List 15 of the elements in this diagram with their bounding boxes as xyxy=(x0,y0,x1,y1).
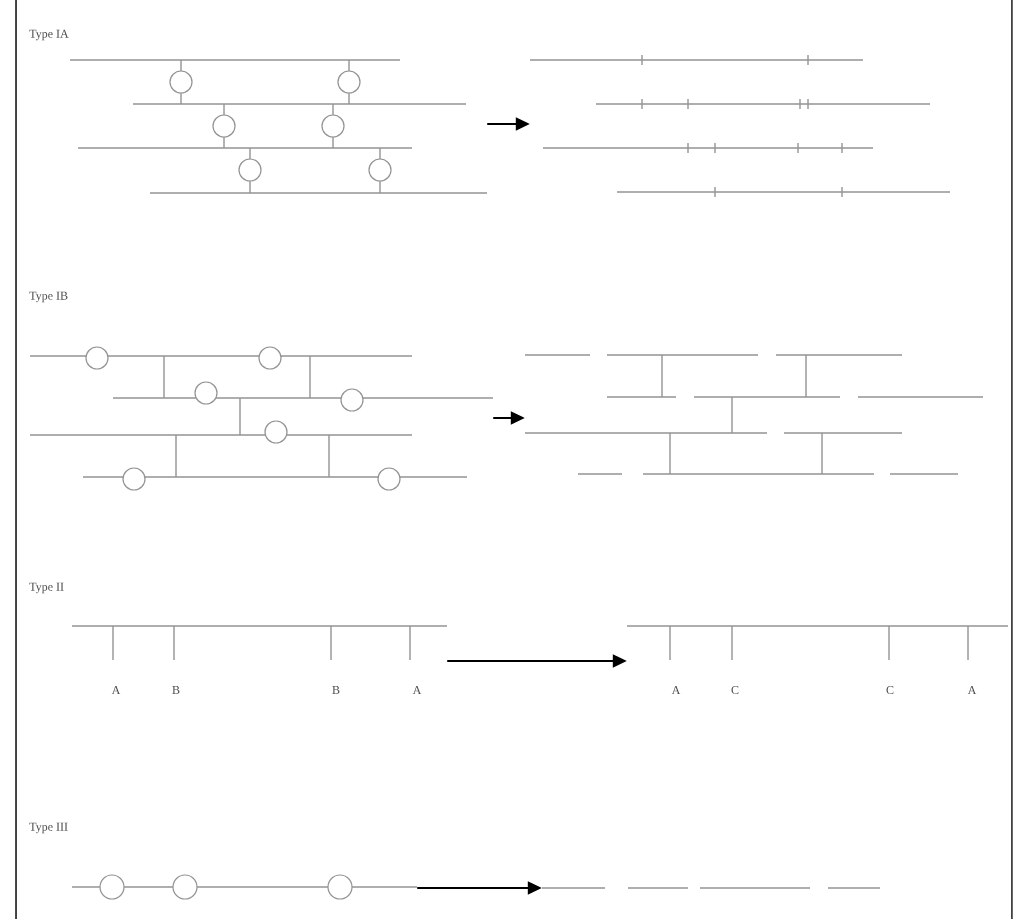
sequence-line-drawing xyxy=(71,625,448,661)
dna-strands-drawing xyxy=(29,346,494,491)
site-letter: A xyxy=(671,686,681,694)
site-letter: A xyxy=(967,686,977,694)
site-letter: C xyxy=(731,685,739,695)
sequence-line-drawing xyxy=(626,625,1009,661)
site-letter: A xyxy=(412,686,422,694)
site-letter: A xyxy=(111,686,121,694)
dna-strands-drawing xyxy=(524,354,984,475)
site-letter: B xyxy=(332,686,340,694)
dna-strands-drawing xyxy=(71,874,418,900)
dna-strands-drawing xyxy=(69,59,488,194)
site-letter: C xyxy=(886,685,894,695)
site-letter: B xyxy=(172,686,180,694)
dna-strands-drawing xyxy=(529,54,951,198)
